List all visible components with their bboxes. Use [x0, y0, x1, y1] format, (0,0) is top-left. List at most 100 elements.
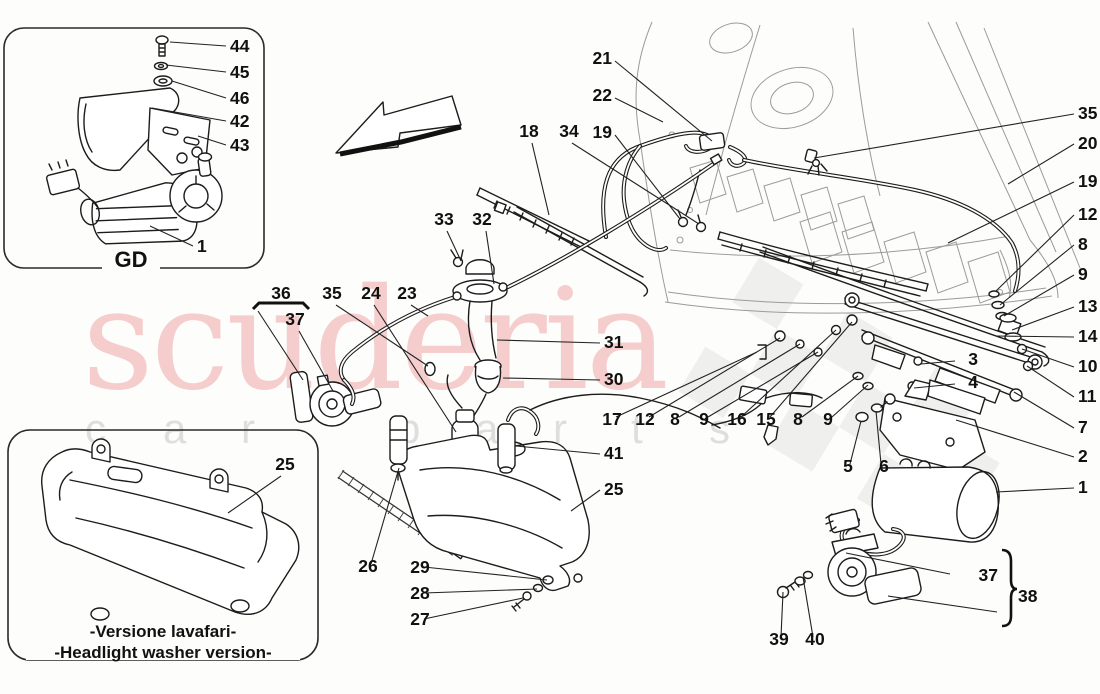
leader-line-17 [615, 351, 758, 418]
leader-line-7 [1013, 391, 1075, 429]
callout-37: 37 [285, 309, 304, 329]
callout-15: 15 [756, 409, 776, 429]
wiper-pivot-13-14 [997, 313, 1022, 342]
callout-19: 19 [1078, 171, 1098, 191]
leader-line-19 [947, 181, 1075, 244]
callout-9: 9 [699, 409, 709, 429]
callout-27: 27 [410, 609, 429, 629]
callout-7: 7 [1078, 417, 1088, 437]
callout-24: 24 [361, 283, 381, 303]
leader-line-8 [678, 343, 801, 418]
callout-12: 12 [1078, 204, 1098, 224]
leader-line-1 [995, 487, 1075, 493]
callout-22: 22 [593, 85, 613, 105]
washers-40 [794, 570, 814, 586]
callout-26: 26 [358, 556, 378, 576]
callout-17: 17 [602, 409, 621, 429]
callout-43: 43 [230, 135, 250, 155]
screw-3 [913, 356, 923, 366]
leader-line-3 [920, 360, 956, 365]
watermark-gray-letter: r [553, 405, 567, 452]
headlight-washer-reservoir [41, 438, 300, 621]
leader-line-37 [298, 330, 334, 392]
bottle-screws-27-28-29 [511, 575, 554, 612]
callout-34: 34 [559, 121, 579, 141]
callout-12: 12 [635, 409, 655, 429]
callout-45: 45 [230, 62, 250, 82]
leader-line-32 [485, 230, 495, 285]
leader-line-40 [802, 576, 814, 638]
direction-arrow [335, 95, 462, 157]
callout-42: 42 [230, 111, 250, 131]
horn-left-assembly [289, 370, 382, 427]
callout-44: 44 [230, 36, 250, 56]
callout-5: 5 [843, 456, 853, 476]
motor-gd-body [45, 152, 223, 245]
leader-line-28 [423, 588, 538, 594]
leader-line-29 [423, 566, 548, 581]
washer-bottle-assembly [389, 344, 823, 612]
caption-italian: -Versione lavafari- [90, 622, 236, 641]
callout-9: 9 [1078, 264, 1088, 284]
callout-33: 33 [434, 209, 454, 229]
hose-connector [698, 132, 726, 151]
leader-line-35 [335, 304, 429, 367]
sprayer-clip [804, 148, 828, 176]
leader-line-30 [502, 377, 601, 381]
leader-line-9 [831, 384, 869, 418]
callout-18: 18 [519, 121, 539, 141]
leader-line-31 [496, 339, 601, 344]
callout-8: 8 [793, 409, 803, 429]
callout-28: 28 [410, 583, 430, 603]
leader-line-23 [410, 304, 429, 317]
callout-3: 3 [968, 349, 978, 369]
callout-38: 38 [1018, 586, 1038, 606]
callout-25: 25 [275, 454, 295, 474]
leader-line-43 [197, 135, 227, 146]
watermark-gray-letter: a [163, 405, 187, 452]
callout-30: 30 [604, 369, 624, 389]
leader-line-6 [875, 410, 882, 465]
bottle-pump-left [389, 415, 408, 481]
harness-connector-16 [738, 385, 768, 405]
leader-line-34 [571, 142, 700, 225]
leader-line-37 [845, 552, 951, 575]
motor-body [871, 466, 999, 543]
leader-line-14 [995, 335, 1075, 338]
callout-11: 11 [1078, 386, 1097, 406]
callout-2: 2 [1078, 446, 1088, 466]
leader-line-15 [769, 321, 853, 418]
leader-line-44 [169, 41, 227, 47]
leader-line-46 [171, 80, 227, 99]
callout-40: 40 [805, 629, 825, 649]
watermark-gray-letter: r [241, 405, 255, 452]
callout-25: 25 [604, 479, 624, 499]
leader-line-11 [1026, 365, 1075, 398]
callout-16: 16 [727, 409, 747, 429]
leader-line-35 [813, 113, 1075, 159]
leader-line-4 [913, 383, 956, 389]
callout-32: 32 [472, 209, 492, 229]
callout-46: 46 [230, 88, 250, 108]
leader-line-33 [446, 230, 462, 262]
callout-36: 36 [271, 283, 291, 303]
leader-line-24 [373, 304, 457, 433]
leader-line-41 [515, 445, 601, 455]
leader-line-2 [955, 419, 1075, 458]
nut-5 [855, 411, 869, 423]
callout-31: 31 [604, 332, 624, 352]
leader-line-10 [1021, 348, 1075, 368]
filler-cap [465, 259, 495, 275]
leader-line-25 [227, 475, 282, 514]
leader-38-lower [887, 595, 998, 613]
leader-line-42 [151, 107, 227, 122]
leader-line-9 [1003, 274, 1075, 317]
motor-connector-plug [45, 168, 81, 196]
clip-17 [757, 344, 767, 360]
leader-line-13 [1011, 306, 1075, 331]
callout-13: 13 [1078, 296, 1098, 316]
hood-underside-drawing [635, 21, 1081, 314]
callout-20: 20 [1078, 133, 1098, 153]
